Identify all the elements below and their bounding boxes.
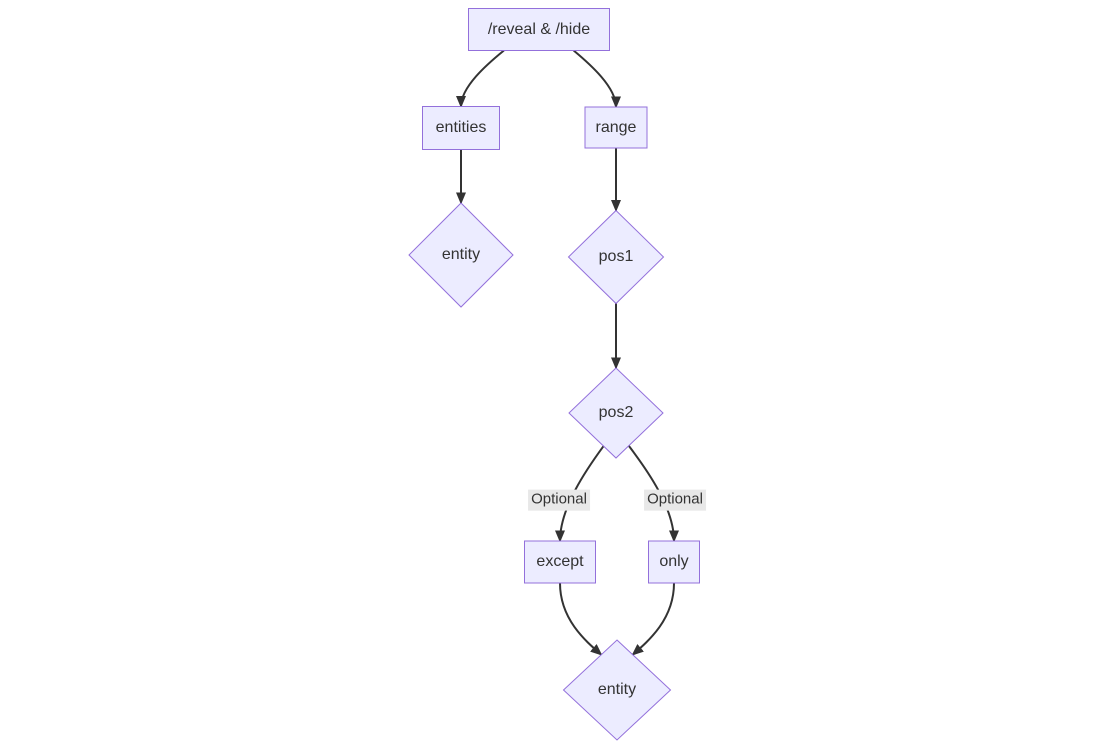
diamond-shape xyxy=(567,209,665,305)
rect-shape xyxy=(648,540,700,584)
edge-only-entity-2 xyxy=(631,582,675,656)
edge-reveal-hide-range xyxy=(573,49,621,109)
node-pos2 xyxy=(568,367,664,459)
edge-except-entity-2 xyxy=(559,582,603,656)
node-only xyxy=(648,540,700,584)
node-range xyxy=(584,106,648,149)
diamond-shape xyxy=(562,639,672,741)
rect-shape xyxy=(468,8,610,51)
edge-pos2-except xyxy=(555,445,605,543)
rect-shape xyxy=(584,106,648,149)
node-pos1 xyxy=(567,209,665,305)
node-entities xyxy=(422,106,500,150)
edge-pos2-only xyxy=(627,445,679,543)
edge-reveal-hide-entities xyxy=(456,49,505,108)
node-reveal-hide xyxy=(468,8,610,51)
rect-shape xyxy=(524,540,596,584)
diamond-shape xyxy=(408,202,514,308)
node-entity-2 xyxy=(562,639,672,741)
node-entity-1 xyxy=(408,202,514,308)
diamond-shape xyxy=(568,367,664,459)
node-except xyxy=(524,540,596,584)
rect-shape xyxy=(422,106,500,150)
